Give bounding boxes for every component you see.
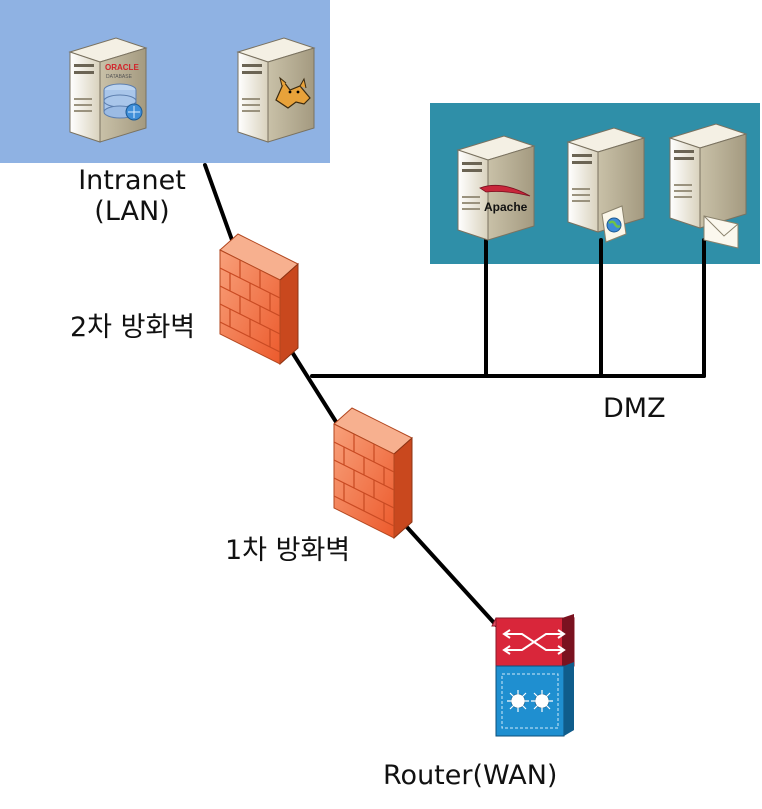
envelope-icon — [703, 215, 739, 249]
intranet-label: Intranet (LAN) — [62, 165, 202, 227]
second-firewall-label: 2차 방화벽 — [70, 312, 196, 343]
router-switch — [491, 614, 575, 737]
apache-feather-icon — [479, 184, 531, 197]
globe-document-icon — [601, 205, 627, 243]
mail-server — [668, 123, 748, 249]
link-lan-to-firewall2 — [203, 163, 234, 242]
apache-logo-text: Apache — [484, 200, 528, 214]
oracle-logo-text: ORACLE — [105, 63, 139, 72]
router-label: Router(WAN) — [383, 760, 558, 791]
link-firewall2-to-firewall1 — [290, 350, 340, 427]
apache-server: Apache — [456, 135, 536, 241]
link-firewall1-to-router — [403, 523, 498, 627]
web-server — [566, 127, 646, 243]
tomcat-server — [236, 37, 316, 143]
firewall-first — [333, 407, 413, 540]
intranet-label-line1: Intranet — [78, 165, 186, 196]
firewall-second — [219, 233, 299, 366]
database-icon — [103, 83, 143, 121]
oracle-database-server: ORACLE DATABASE — [68, 37, 148, 143]
oracle-logo-subtext: DATABASE — [106, 74, 133, 80]
intranet-label-line2: (LAN) — [94, 196, 170, 228]
first-firewall-label: 1차 방화벽 — [225, 535, 351, 566]
tomcat-cat-icon — [275, 76, 311, 109]
network-links — [203, 163, 706, 627]
dmz-label: DMZ — [603, 393, 666, 424]
